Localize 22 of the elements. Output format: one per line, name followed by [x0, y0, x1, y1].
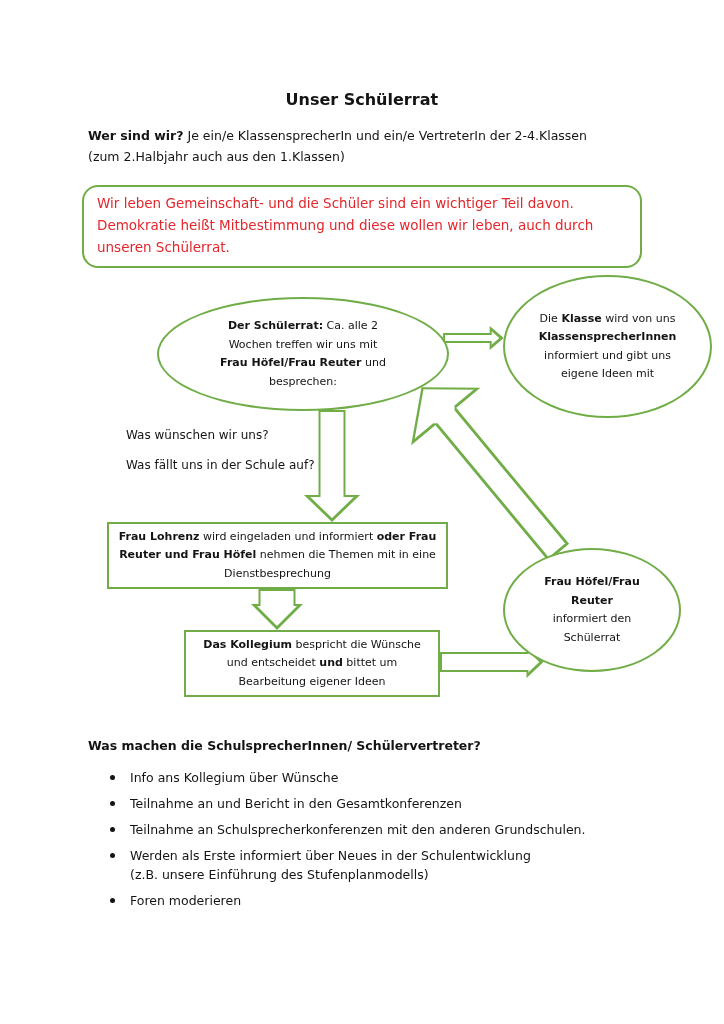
- node-text: Frau Lohrenz wird eingeladen und informiert oder Frau Reuter und Frau Höfel nehmen die Themen mit in eine Dienstbesprechung: [117, 528, 438, 582]
- node-text: Das Kollegium bespricht die Wünsche und entscheidet und bittet um Bearbeitung eigener Ideen: [202, 636, 422, 690]
- intro-text: Wer sind wir? Je ein/e KlassensprecherIn und ein/e VertreterIn der 2-4.Klassen (zum 2.Halbjahr auch aus den 1.Klassen): [88, 127, 588, 166]
- list-item-text: Teilnahme an und Bericht in den Gesamtkonferenzen: [130, 795, 463, 813]
- list-item-text: Foren moderieren: [130, 892, 243, 910]
- node-text: Der Schülerrat: Ca. alle 2 Wochen treffen wir uns mit Frau Höfel/Frau Reuter und besprechen:: [219, 318, 387, 390]
- block-arrow: [443, 326, 504, 350]
- list-item-text: Teilnahme an Schulsprecherkonferenzen mit den anderen Grundschulen.: [130, 821, 587, 839]
- block-arrow: [304, 409, 360, 522]
- block-arrow: [251, 589, 303, 630]
- question-text: Was fällt uns in der Schule auf?: [126, 457, 315, 474]
- list-item-text: Werden als Erste informiert über Neues in der Schulentwicklung (z.B. unsere Einführung des Stufenplanmodells): [130, 847, 532, 884]
- process-box: [107, 522, 448, 589]
- node-text: Die Klasse wird von uns KlassensprecherInnen informiert und gibt uns eigene Ideen mit: [537, 310, 678, 382]
- node-text: Frau Höfel/Frau Reuter informiert den Schülerrat: [543, 574, 641, 646]
- question-text: Was wünschen wir uns?: [126, 427, 269, 444]
- section-heading: Was machen die SchulsprecherInnen/ Schülervertreter?: [88, 737, 482, 755]
- process-box: [184, 630, 440, 697]
- title: Unser Schülerrat: [285, 90, 439, 110]
- list-item-text: Info ans Kollegium über Wünsche: [130, 769, 340, 787]
- statement-box: [82, 185, 642, 268]
- node-text: Wir leben Gemeinschaft- und die Schüler sind ein wichtiger Teil davon. Demokratie heißt Mitbestimmung und diese wollen wir leben, auch durch unseren Schülerrat.: [97, 194, 595, 257]
